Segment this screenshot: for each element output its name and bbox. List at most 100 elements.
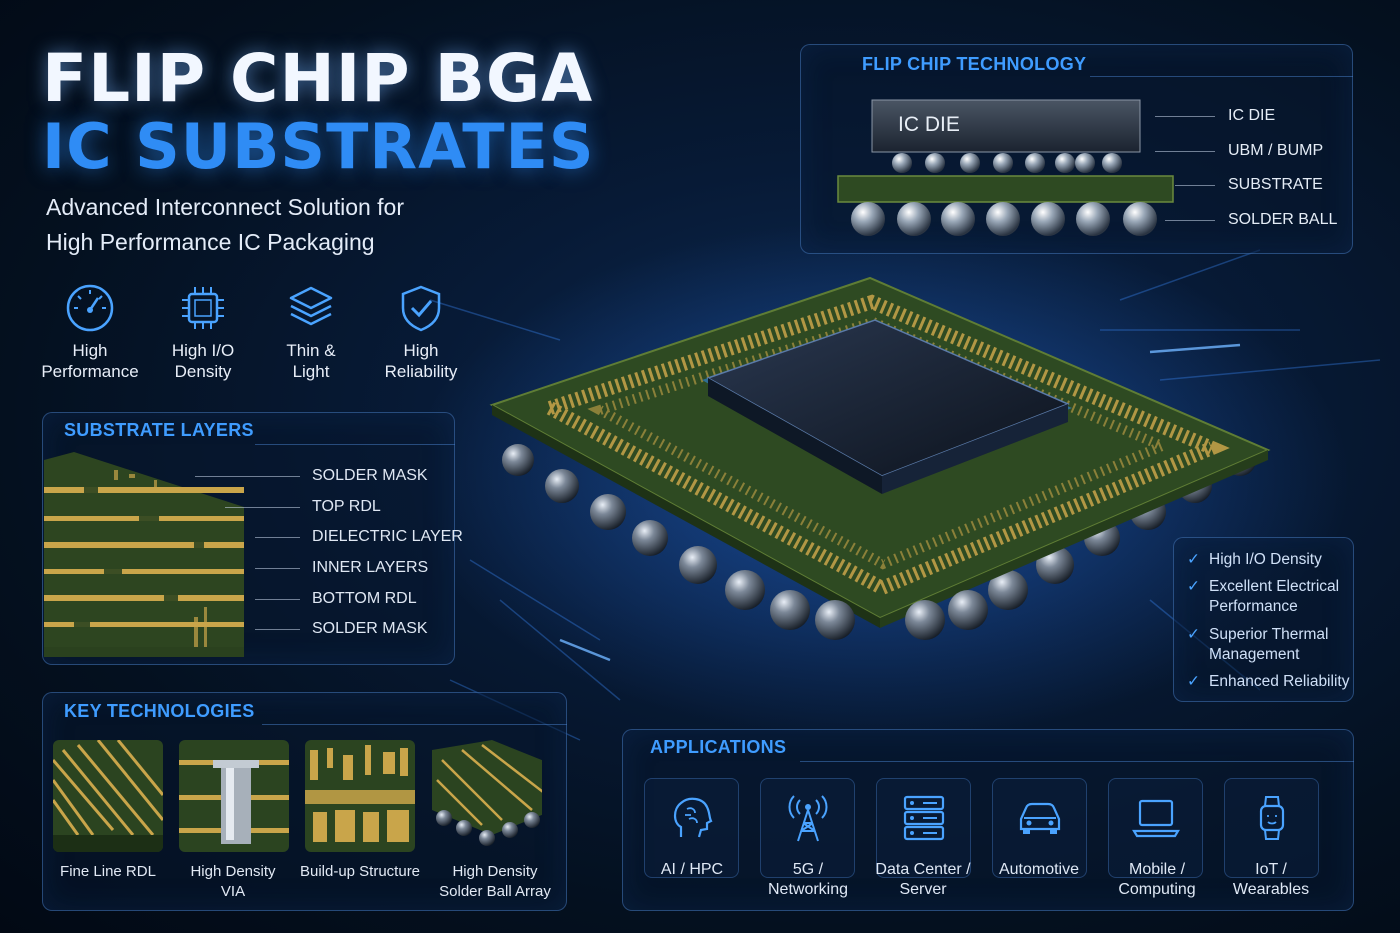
laptop-icon [1132,799,1180,838]
leader-line [1175,185,1215,186]
benefit-item: ✓ Excellent Electrical Performance [1187,577,1340,617]
leader-line [255,568,300,569]
checkmark-icon: ✓ [1187,626,1200,643]
feature-label: High [72,341,108,360]
app-label-line: Networking [767,881,849,898]
tech-image-build-up-structure [305,740,415,852]
feature-label: Thin & [286,341,336,360]
car-icon [1019,802,1061,834]
app-label-line: 5G / [792,861,824,878]
benefit-text: Performance [1209,598,1298,615]
flip-chip-label-ubm-bump: UBM / BUMP [1228,142,1324,159]
tech-label-build-up-structure: Build-up Structure [295,862,425,882]
benefit-text: High I/O Density [1209,551,1322,568]
tech-image-solder-ball-array [432,740,542,852]
app-label-line: AI / HPC [660,861,724,878]
shield-check-icon [401,285,441,332]
tech-label-line: Solder Ball Array [439,883,551,900]
page-title: FLIP CHIP BGA [42,40,594,117]
brain-icon [673,797,713,838]
panel-tab-divider [1090,76,1353,77]
app-label-line: Mobile / [1128,861,1186,878]
leader-line [255,599,300,600]
tech-label-line: High Density [452,863,538,880]
app-card-data-center [876,778,971,878]
leader-line [1155,116,1215,117]
panel-title: FLIP CHIP TECHNOLOGY [862,54,1087,74]
layer-label-bottom-rdl: BOTTOM RDL [312,590,417,607]
checkmark-icon: ✓ [1187,551,1200,568]
app-card-iot-wearables [1224,778,1319,878]
chip-icon [182,287,224,329]
flip-chip-label-substrate: SUBSTRATE [1228,176,1323,193]
app-card-ai-hpc [644,778,739,878]
panel-title: KEY TECHNOLOGIES [64,701,255,721]
feature-high-performance: High Performance [35,282,145,382]
benefit-item: ✓ High I/O Density [1187,550,1322,570]
leader-line [1155,151,1215,152]
panel-title: APPLICATIONS [650,737,787,757]
app-label-ai-hpc: AI / HPC [632,860,752,880]
benefits-panel [1173,537,1354,702]
flip-chip-label-solder-ball: SOLDER BALL [1228,211,1338,228]
tech-label-line: VIA [220,883,246,900]
subtitle-line: Advanced Interconnect Solution for [46,194,405,220]
benefit-text: Superior Thermal [1209,626,1329,643]
feature-label: Light [292,362,330,381]
ic-die-inline-label: IC DIE [898,113,960,136]
leader-line [1165,220,1215,221]
feature-label: Performance [41,362,139,381]
layer-label-solder-mask-bottom: SOLDER MASK [312,620,428,637]
page-title-secondary: IC SUBSTRATES [42,110,595,183]
bga-chip-illustration [489,276,1271,640]
subtitle-line: High Performance IC Packaging [46,229,375,255]
app-label-line: Automotive [998,861,1080,878]
tech-label-solder-ball-array: High Density Solder Ball Array [430,862,560,902]
flip-chip-label-ic-die: IC DIE [1228,107,1276,124]
app-label-line: Computing [1118,881,1196,898]
feature-thin-light: Thin & Light [256,282,366,382]
page-subtitle: Advanced Interconnect Solution for High … [46,190,404,260]
tech-label-fine-line-rdl: Fine Line RDL [43,862,173,882]
flip-chip-cross-section-illustration [837,99,1174,236]
tech-image-fine-line-rdl [53,740,163,852]
tech-label-line: Build-up Structure [299,863,421,880]
leader-line [225,507,300,508]
tech-label-line: High Density [190,863,276,880]
gauge-icon [66,284,114,332]
app-label-line: Wearables [1232,881,1310,898]
benefit-item: ✓ Superior Thermal Management [1187,625,1329,665]
server-icon [903,795,945,841]
benefit-text: Management [1209,646,1300,663]
layer-label-inner-layers: INNER LAYERS [312,559,429,576]
substrate-cross-section-illustration [44,452,244,657]
leader-line [255,629,300,630]
app-label-5g-networking: 5G / Networking [748,860,868,900]
app-card-5g-networking [760,778,855,878]
layer-label-top-rdl: TOP RDL [312,498,381,515]
panel-tab-divider [800,761,1354,762]
app-label-line: Data Center / [875,861,971,878]
layer-label-dielectric: DIELECTRIC LAYER [312,528,463,545]
feature-label: Density [174,362,232,381]
leader-line [195,476,300,477]
app-label-mobile-computing: Mobile / Computing [1097,860,1217,900]
antenna-icon [788,795,828,842]
checkmark-icon: ✓ [1187,673,1200,690]
layers-icon [289,286,333,326]
app-card-automotive [992,778,1087,878]
feature-label: High [403,341,439,360]
app-label-iot-wearables: IoT / Wearables [1211,860,1331,900]
feature-label: Reliability [384,362,458,381]
feature-high-reliability: High Reliability [366,282,476,382]
app-label-line: Server [899,881,947,898]
app-label-line: IoT / [1255,861,1287,878]
panel-tab-divider [262,724,567,725]
benefit-text: Excellent Electrical [1209,578,1340,595]
app-label-automotive: Automotive [979,860,1099,880]
tech-image-high-density-via [179,740,289,852]
feature-label: High I/O [171,341,235,360]
tech-label-high-density-via: High Density VIA [168,862,298,902]
feature-high-io-density: High I/O Density [148,282,258,382]
checkmark-icon: ✓ [1187,578,1200,595]
